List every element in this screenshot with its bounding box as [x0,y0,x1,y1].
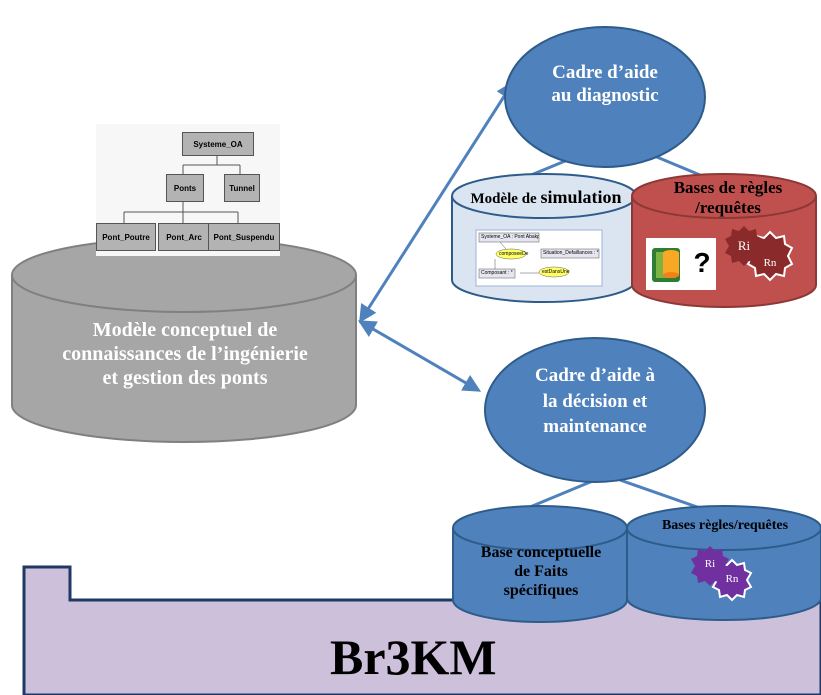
decision-label: Cadre d’aide à la décision et maintenanc… [500,363,690,440]
simulation-db-label: Modèle de simulation [450,187,642,209]
mini-situation: Situation_Defaillances : * [543,250,599,256]
simulation-label-part2: simulation [540,187,622,207]
connector-decision-left [529,478,596,509]
central-db-label: Modèle conceptuel de connaissances de l’… [20,318,350,390]
central-db-line3: et gestion des ponts [102,367,268,389]
rules-top-label: Bases de règles /requêtes [640,178,816,219]
facts-db-label: Base conceptuelle de Faits spécifiques [455,543,627,601]
gear-label-rn-bottom: Rn [725,573,739,585]
uml-leaf-arc: Pont_Arc [158,223,210,251]
rules-database-bottom [626,505,821,621]
simulation-label-part1: Modèle de [470,191,541,207]
diagnostic-line1: Cadre d’aide [552,62,658,83]
rules-bottom-label: Bases règles/requêtes [661,518,789,533]
uml-root: Systeme_OA [182,132,254,156]
rules-top-line1: Bases de règles [673,178,783,197]
central-db-line1: Modèle conceptuel de [92,319,278,341]
rules-top-line2: /requêtes [695,198,761,218]
connector-decision-right [619,478,701,510]
diagnostic-frame [504,26,706,168]
facts-line1: Base conceptuelle [480,544,602,561]
mini-composant: Composant : * [481,270,513,276]
gear-icon [691,546,729,586]
uml-tunnel: Tunnel [224,174,260,202]
central-db-line2: connaissances de l’ingénierie [62,343,308,365]
diagnostic-line2: au diagnostic [551,84,659,106]
footer-title: Br3KM [330,629,497,685]
uml-ponts: Ponts [166,174,204,202]
mini-condans: estDansUne [542,269,570,275]
question-mark-icon: ? [693,247,711,278]
central-database [11,237,357,443]
gear-label-rn-top: Rn [763,257,777,269]
gear-icon [725,226,763,266]
footer-platform [22,565,821,695]
mini-title: Systeme_OA : Pont Abakpa-Nike_Nigeria [481,234,539,240]
arrow-to-diagnostic [359,80,514,324]
decision-line1: Cadre d’aide à [535,365,655,386]
decision-line2: la décision et [542,390,648,412]
uml-leaf-poutre: Pont_Poutre [96,223,156,251]
spreadsheet-icon [652,248,680,282]
uml-leaf-suspendu: Pont_Suspendu [208,223,280,251]
gear-label-ri-bottom: Ri [704,558,716,570]
facts-line3: spécifiques [503,582,579,600]
diagnostic-label: Cadre d’aide au diagnostic [520,62,690,108]
decision-line3: maintenance [543,416,647,438]
decision-frame [484,337,706,483]
facts-database [452,505,628,623]
arrow-to-decision [357,320,482,392]
gear-label-ri-top: Ri [737,238,751,253]
facts-line2: de Faits [514,563,568,581]
mini-composee: composeeDe [499,251,529,257]
